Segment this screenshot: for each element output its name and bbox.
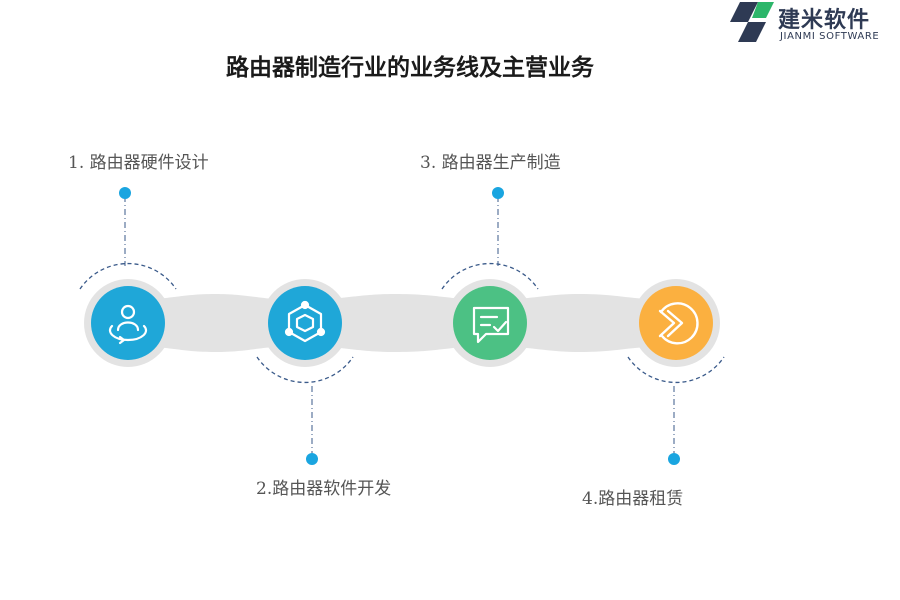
step-3-label: 3. 路由器生产制造	[420, 153, 561, 173]
logo-name-cn: 建米软件	[778, 8, 871, 33]
step-1-dot	[119, 187, 131, 199]
logo-mark-icon	[730, 2, 774, 42]
step-2-label: 2.路由器软件开发	[256, 479, 392, 499]
hexagon-network-icon	[284, 300, 326, 343]
step-3-dot	[492, 187, 504, 199]
step-4-node	[627, 279, 725, 465]
brand-logo: 建米软件 JIANMI SOFTWARE	[728, 0, 900, 46]
step-3-node	[441, 187, 539, 367]
step-2-dot	[306, 453, 318, 465]
step-2-node	[256, 279, 354, 465]
arrow-circle-icon	[658, 302, 699, 345]
step-1-node	[79, 187, 177, 367]
chat-check-icon	[472, 306, 510, 344]
connector-band	[128, 294, 676, 352]
person-orbit-icon	[108, 304, 148, 345]
step-4-label: 4.路由器租赁	[582, 489, 684, 509]
page-title: 路由器制造行业的业务线及主营业务	[226, 54, 594, 81]
logo-name-en: JIANMI SOFTWARE	[780, 31, 880, 42]
step-4-dot	[668, 453, 680, 465]
step-1-label: 1. 路由器硬件设计	[68, 153, 209, 173]
